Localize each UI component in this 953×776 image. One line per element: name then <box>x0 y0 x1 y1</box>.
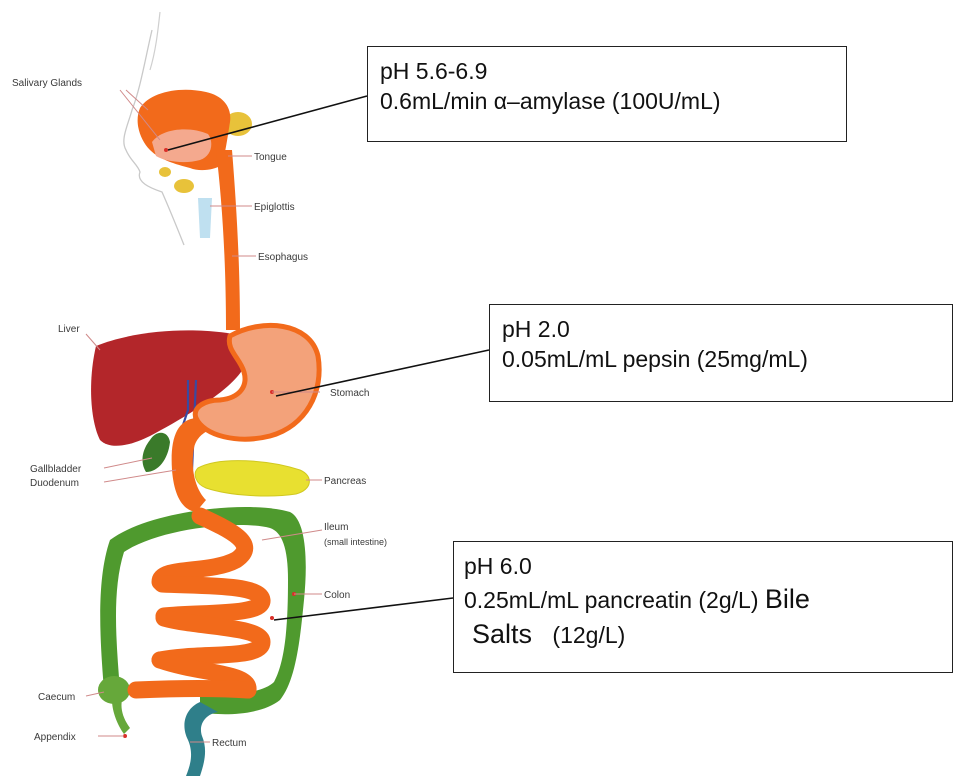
label-ileum: Ileum <box>324 522 348 533</box>
callout-intestine-detail-d: (12g/L) <box>552 622 625 648</box>
label-esophagus: Esophagus <box>258 252 308 263</box>
salivary-gland-sub <box>174 179 194 193</box>
esophagus <box>216 150 240 330</box>
callout-intestine-row3: Salts (12g/L) <box>472 617 952 652</box>
callout-intestine-detail-a: 0.25mL/mL pancreatin (2g/L) <box>464 587 758 613</box>
label-rectum: Rectum <box>212 738 246 749</box>
callout-stomach-detail: 0.05mL/mL pepsin (25mg/mL) <box>502 345 952 375</box>
label-caecum: Caecum <box>38 692 75 703</box>
trachea <box>198 198 212 238</box>
callout-stomach: pH 2.0 0.05mL/mL pepsin (25mg/mL) <box>489 304 953 402</box>
callout-intestine-row2: 0.25mL/mL pancreatin (2g/L) Bile <box>464 582 952 617</box>
label-ileum-sub: (small intestine) <box>324 537 387 547</box>
label-appendix: Appendix <box>34 732 76 743</box>
small-intestine <box>136 516 262 690</box>
salivary-gland-small <box>159 167 171 177</box>
caecum <box>98 676 130 704</box>
callout-stomach-ph: pH 2.0 <box>502 315 952 345</box>
label-colon: Colon <box>324 590 350 601</box>
label-pancreas: Pancreas <box>324 476 366 487</box>
label-duodenum: Duodenum <box>30 478 79 489</box>
callout-intestine-ph: pH 6.0 <box>464 552 952 582</box>
callout-mouth-ph: pH 5.6-6.9 <box>380 57 846 87</box>
label-stomach: Stomach <box>330 388 369 399</box>
label-salivary-glands: Salivary Glands <box>12 78 82 89</box>
label-gallbladder: Gallbladder <box>30 464 82 475</box>
head-outline-back <box>150 12 160 70</box>
callout-mouth-detail: 0.6mL/min α–amylase (100U/mL) <box>380 87 846 117</box>
label-tongue: Tongue <box>254 152 287 163</box>
callout-intestine-detail-b: Bile <box>765 584 810 614</box>
pancreas <box>195 461 309 496</box>
label-epiglottis: Epiglottis <box>254 202 295 213</box>
gallbladder <box>143 433 170 472</box>
callout-mouth: pH 5.6-6.9 0.6mL/min α–amylase (100U/mL) <box>367 46 847 142</box>
callout-intestine: pH 6.0 0.25mL/mL pancreatin (2g/L) Bile … <box>453 541 953 673</box>
appendix <box>112 700 130 734</box>
callout-intestine-detail-c: Salts <box>472 619 532 649</box>
label-liver: Liver <box>58 324 80 335</box>
